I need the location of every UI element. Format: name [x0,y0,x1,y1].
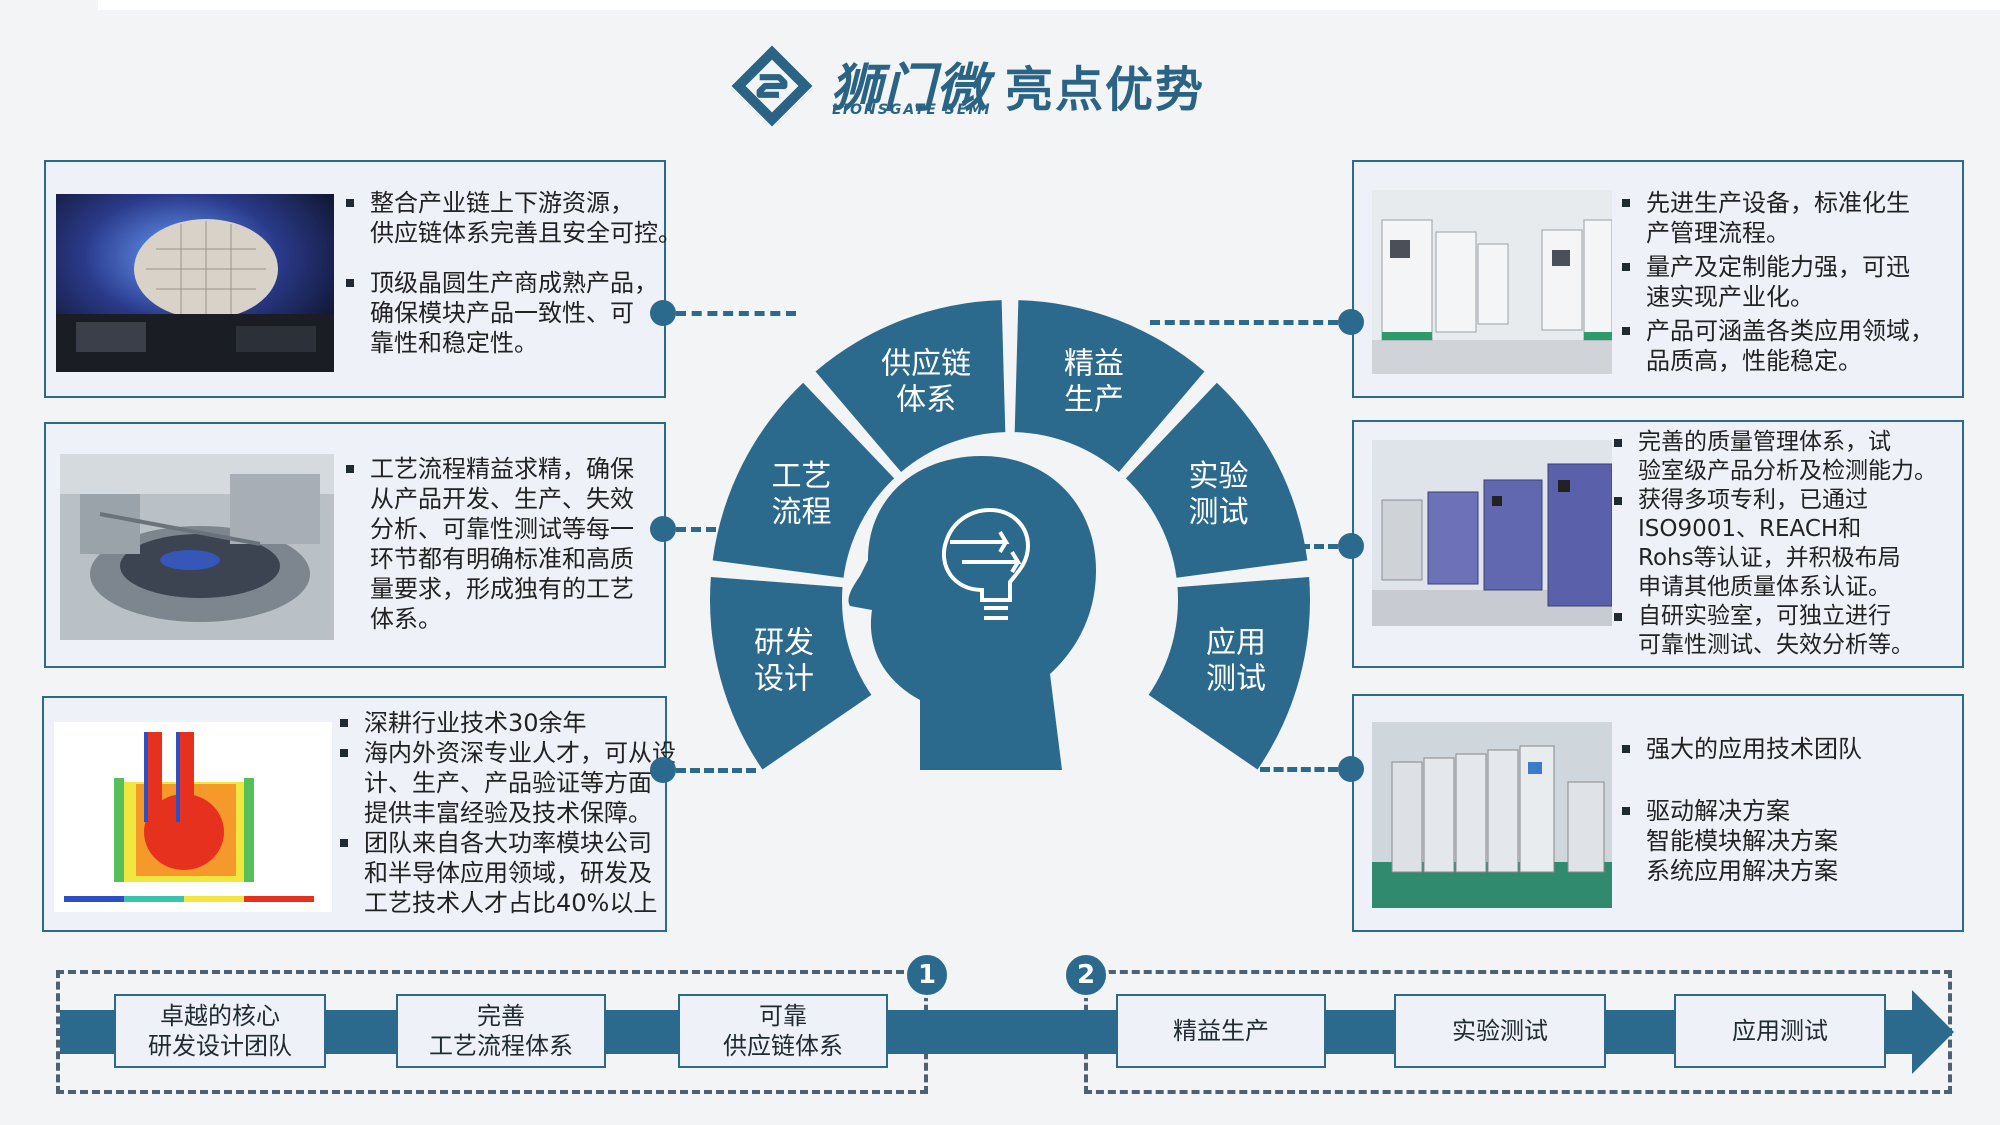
bullet-item: 海内外资深专业人才，可从设计、生产、产品验证等方面提供丰富经验及技术保障。 [340,738,676,828]
page-title: 亮点优势 [1005,62,1206,118]
wheel-segment-label: 设计 [754,662,814,697]
flow-arrow-head [1912,990,1954,1074]
wheel-segment-label: 精益 [1064,347,1124,382]
wheel-segment-label: 工艺 [772,459,832,494]
bullet-item: 产品可涵盖各类应用领域，品质高，性能稳定。 [1622,316,1934,376]
bullet-item: 驱动解决方案智能模块解决方案系统应用解决方案 [1622,796,1862,886]
connector-dash [1260,767,1338,772]
wafer-photo [56,194,334,372]
connector-dot [650,757,676,783]
flow-step-process: 完善工艺流程体系 [396,994,606,1068]
wheel-segment-label: 体系 [896,383,956,418]
bullet-item: 深耕行业技术30余年 [340,708,676,738]
thermal-simulation-image [54,722,332,912]
header: 狮门微 LIONSGATE SEMI 亮点优势 [720,36,1280,136]
flow-step-app: 应用测试 [1674,994,1886,1068]
power-cabinets-photo [1372,722,1612,908]
bullet-item: 先进生产设备，标准化生产管理流程。 [1622,188,1934,248]
lean-bullets: 先进生产设备，标准化生产管理流程。 量产及定制能力强，可迅速实现产业化。 产品可… [1622,188,1934,376]
wheel-segment-label: 测试 [1206,662,1266,697]
wheel-segment-label: 研发 [754,626,814,661]
app-bullets: 强大的应用技术团队 驱动解决方案智能模块解决方案系统应用解决方案 [1622,734,1862,886]
bullet-item: 团队来自各大功率模块公司和半导体应用领域，研发及工艺技术人才占比40%以上 [340,828,676,918]
wheel-segment [1125,382,1308,578]
top-bar [98,0,2000,10]
connector-dash [676,768,756,773]
process-equipment-photo [60,454,334,640]
test-chambers-photo [1372,440,1612,626]
head-lightbulb-icon [848,456,1096,770]
flow-step-lean: 精益生产 [1116,994,1326,1068]
bullet-item: 顶级晶圆生产商成熟产品，确保模块产品一致性、可靠性和稳定性。 [346,268,682,358]
bullet-item: 完善的质量管理体系，试验室级产品分析及检测能力。 [1614,428,1937,486]
connector-dash [676,527,716,532]
connector-dash [1300,544,1338,549]
production-line-photo [1372,190,1612,374]
bullet-item: 整合产业链上下游资源，供应链体系完善且安全可控。 [346,188,682,248]
process-bullets: 工艺流程精益求精，确保从产品开发、生产、失效分析、可靠性测试等每一环节都有明确标… [346,454,634,634]
wheel-segment-label: 实验 [1188,459,1248,494]
step-number-1: 1 [904,952,950,998]
connector-dot [650,516,676,542]
wheel-segment-label: 流程 [772,495,832,530]
step-number-2: 2 [1063,952,1109,998]
bullet-item: 量产及定制能力强，可迅速实现产业化。 [1622,252,1934,312]
connector-dot [1338,756,1364,782]
flow-step-rnd-team: 卓越的核心研发设计团队 [114,994,326,1068]
wheel-segment-label: 供应链 [881,347,971,382]
connector-dot [1338,533,1364,559]
wheel-segment [710,576,872,770]
flow-arrow-bar [60,1010,1920,1054]
connector-dash [1150,320,1338,325]
bullet-item: 工艺流程精益求精，确保从产品开发、生产、失效分析、可靠性测试等每一环节都有明确标… [346,454,634,634]
card-supply-chain: 整合产业链上下游资源，供应链体系完善且安全可控。 顶级晶圆生产商成熟产品，确保模… [44,160,682,398]
wheel-segment [1148,576,1310,770]
wheel-segment [1014,300,1205,473]
wheel-segment-label: 应用 [1206,626,1266,661]
wheel-segment-label: 生产 [1064,383,1124,418]
card-application-testing: 强大的应用技术团队 驱动解决方案智能模块解决方案系统应用解决方案 [1352,694,1964,932]
card-rnd: 深耕行业技术30余年 海内外资深专业人才，可从设计、生产、产品验证等方面提供丰富… [42,696,676,932]
brand-name-cn: 狮门微 [830,59,990,119]
wheel-segment-label: 测试 [1188,495,1248,530]
flow-step-lab: 实验测试 [1394,994,1606,1068]
bullet-item: 自研实验室，可独立进行可靠性测试、失效分析等。 [1614,602,1937,660]
brand-name-en: LIONSGATE SEMI [832,102,992,118]
card-lean-production: 先进生产设备，标准化生产管理流程。 量产及定制能力强，可迅速实现产业化。 产品可… [1352,160,1964,398]
supply-bullets: 整合产业链上下游资源，供应链体系完善且安全可控。 顶级晶圆生产商成熟产品，确保模… [346,188,682,358]
wheel-segment [712,382,895,578]
wheel-segment [815,300,1006,473]
connector-dot [650,300,676,326]
card-process: 工艺流程精益求精，确保从产品开发、生产、失效分析、可靠性测试等每一环节都有明确标… [44,422,666,668]
connector-dot [1338,309,1364,335]
rnd-bullets: 深耕行业技术30余年 海内外资深专业人才，可从设计、生产、产品验证等方面提供丰富… [340,708,676,918]
lionsgate-logo-icon [731,45,813,127]
connector-dash [676,311,796,316]
flow-step-supply: 可靠供应链体系 [678,994,888,1068]
bullet-item: 强大的应用技术团队 [1622,734,1862,764]
